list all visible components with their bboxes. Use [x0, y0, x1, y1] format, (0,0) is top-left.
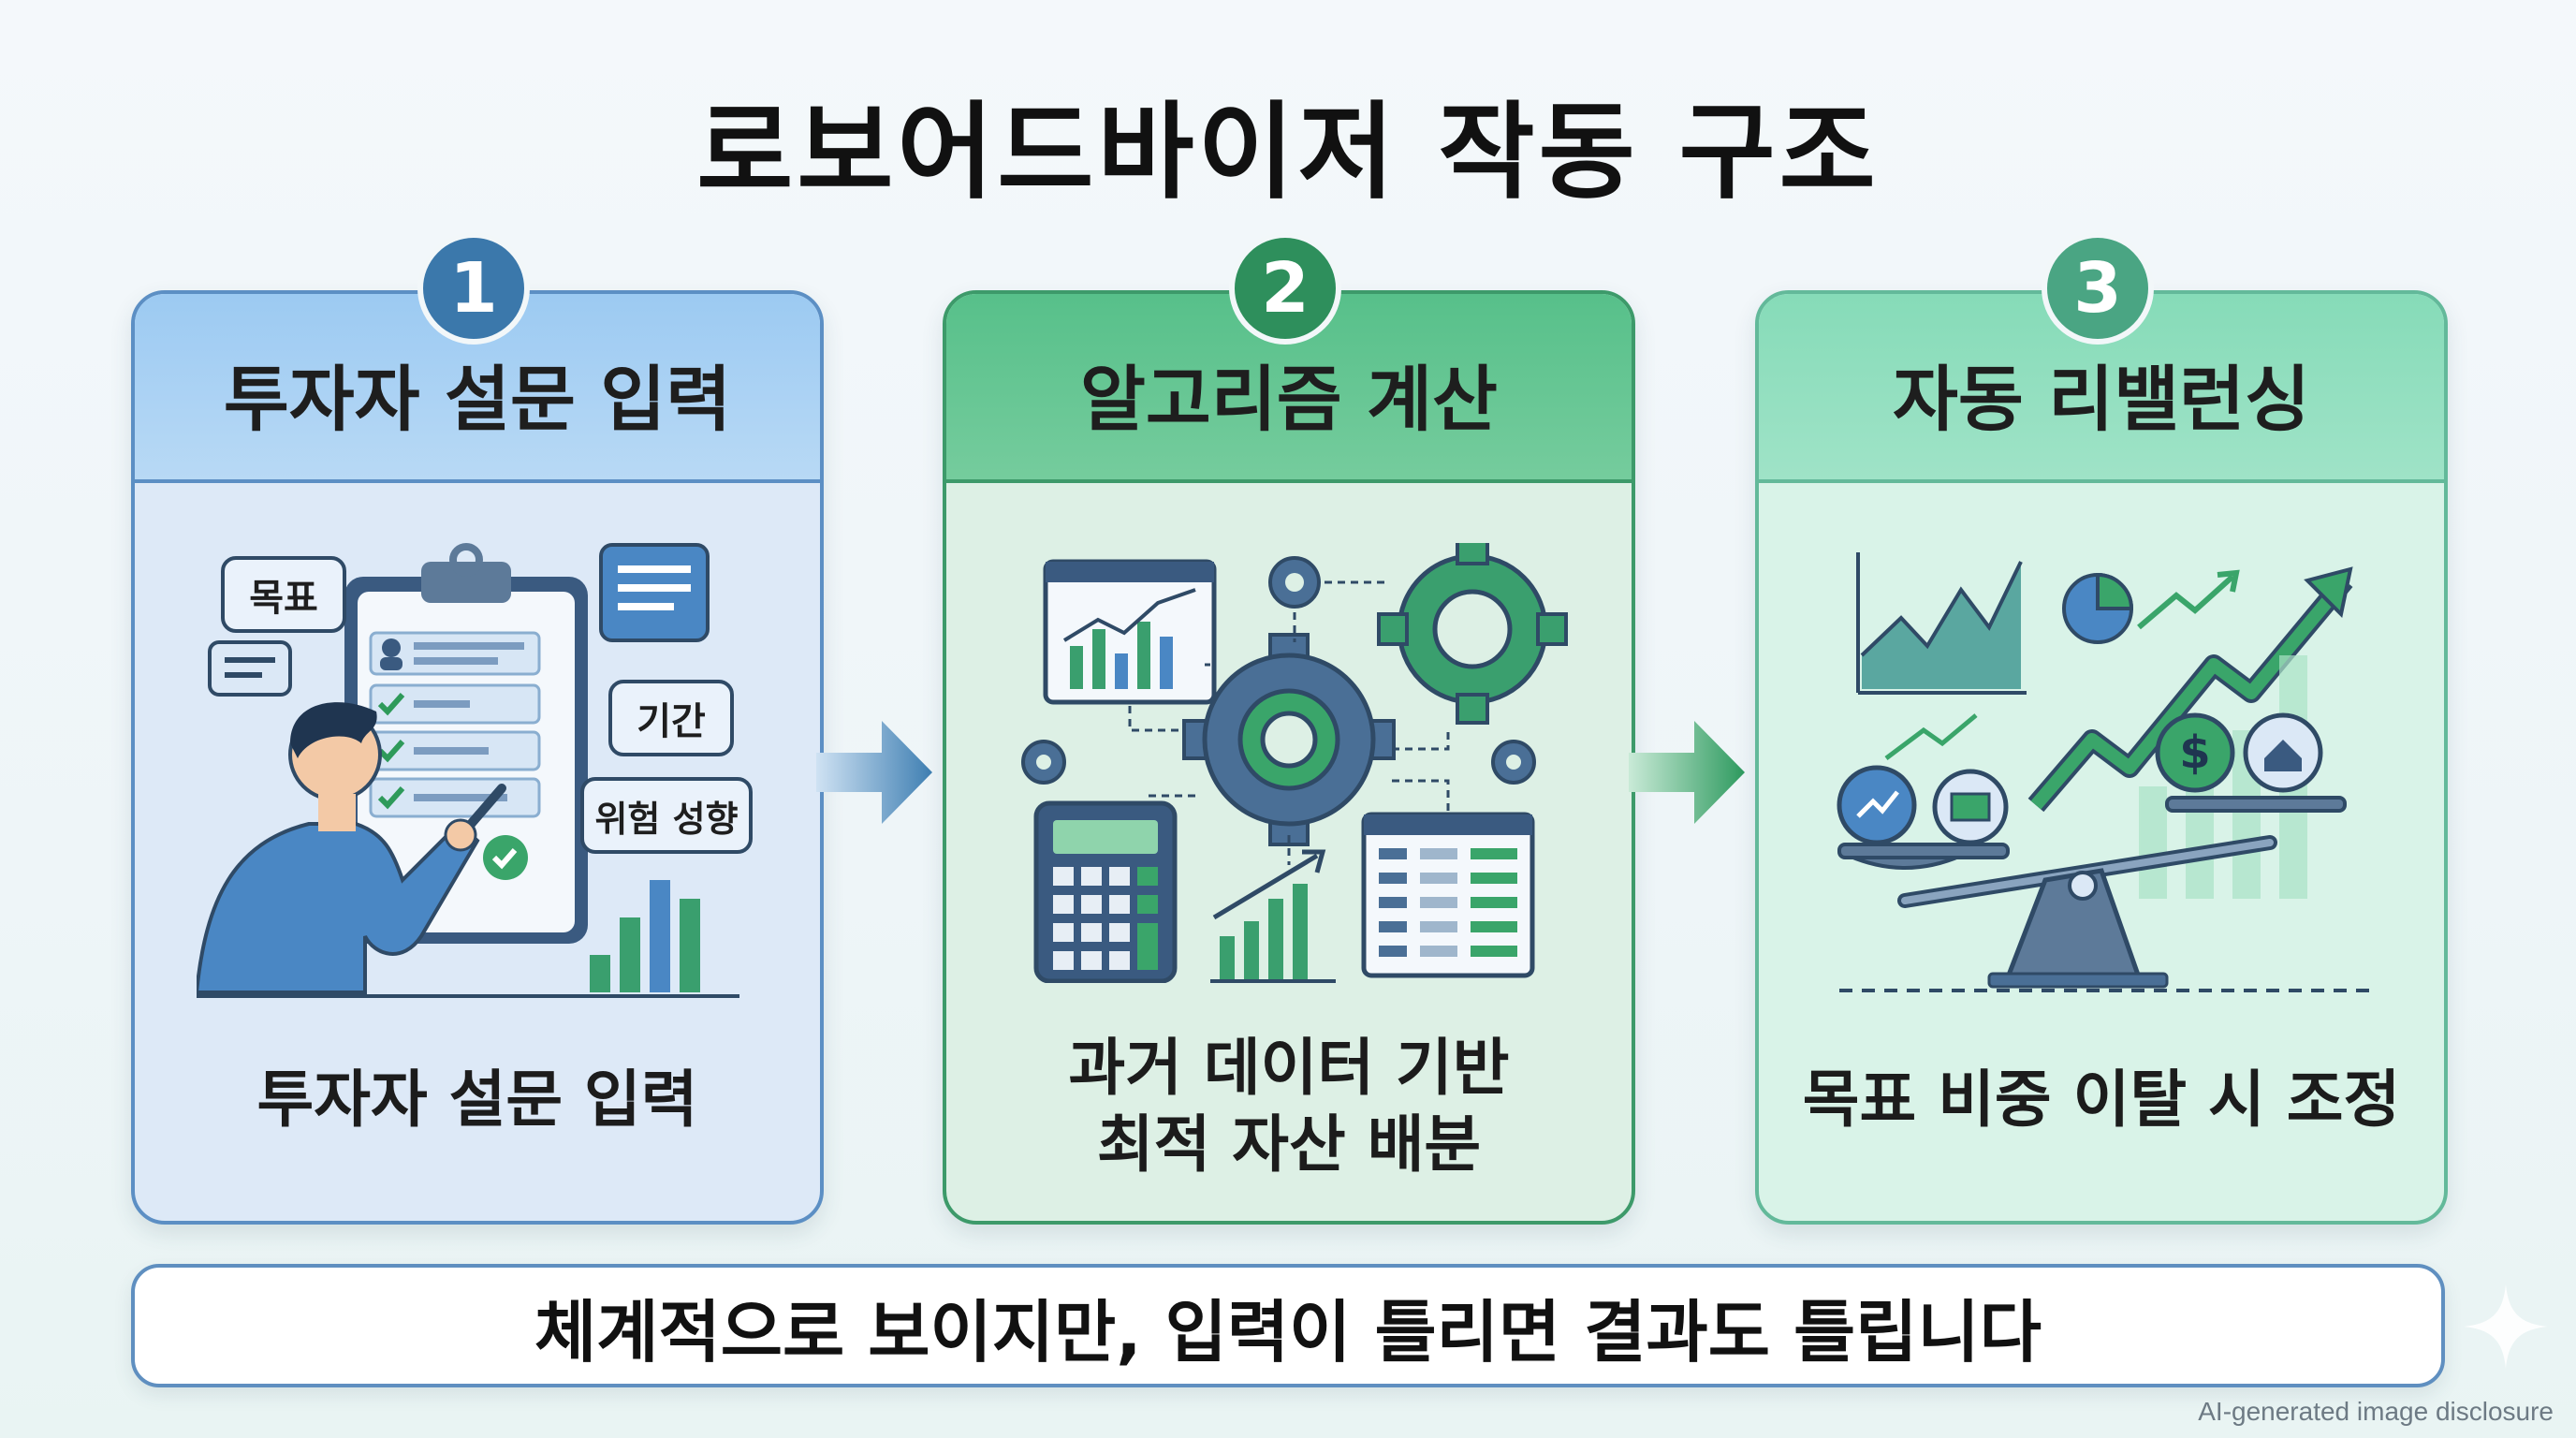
arrow-right-icon [1629, 721, 1745, 824]
step-2-caption-line-1: 과거 데이터 기반 [1068, 1032, 1510, 1104]
step-3-badge: 3 [2042, 232, 2154, 345]
step-2-card: 알고리즘 계산 [943, 290, 1635, 1225]
page-title: 로보어드바이저 작동 구조 [696, 92, 1880, 213]
ai-disclosure-label: AI-generated image disclosure [2198, 1397, 2554, 1426]
step-1-caption: 투자자 설문 입력 [256, 1064, 698, 1136]
bubble-goal: 목표 [221, 556, 346, 633]
step-3-card: 자동 리밸런싱 [1755, 290, 2448, 1225]
step-1-badge: 1 [417, 232, 530, 345]
arrow-right-icon [816, 721, 932, 824]
bubble-period: 기간 [608, 680, 734, 756]
sparkle-icon [2464, 1284, 2548, 1369]
svg-text:$: $ [2179, 726, 2210, 779]
step-3-heading: 자동 리밸런싱 [1759, 294, 2444, 483]
footer-message: 체계적으로 보이지만, 입력이 틀리면 결과도 틀립니다 [131, 1264, 2445, 1387]
step-3-caption: 목표 비중 이탈 시 조정 [1802, 1064, 2401, 1136]
step-2-badge: 2 [1229, 232, 1341, 345]
step-2-caption-line-2: 최적 자산 배분 [1096, 1108, 1482, 1181]
survey-illustration-icon [197, 543, 739, 998]
step-1-card: 투자자 설문 입력 [131, 290, 824, 1225]
algorithm-illustration-icon [1021, 543, 1568, 983]
bubble-risk: 위험 성향 [580, 777, 753, 854]
rebalancing-illustration-icon: $ [1837, 552, 2373, 992]
